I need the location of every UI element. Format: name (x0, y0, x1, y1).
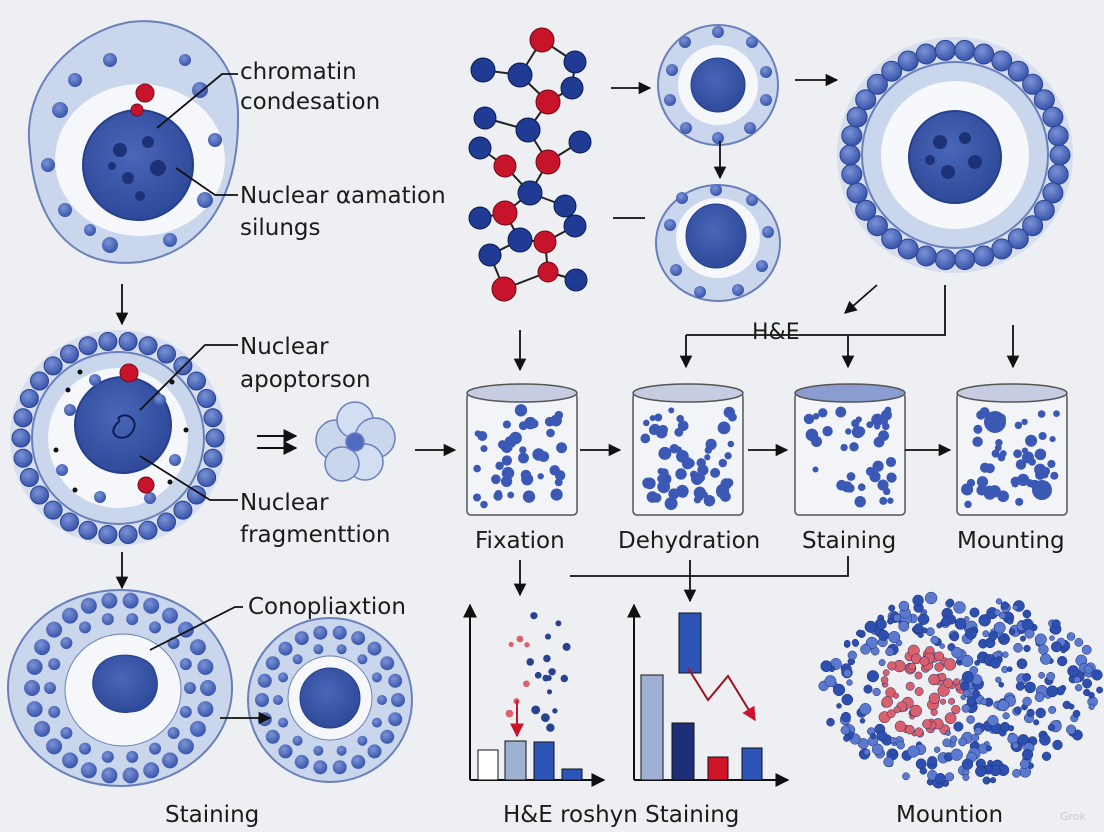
apoptotic-bodies (315, 401, 396, 482)
jar-staining (794, 383, 906, 516)
label-nuclear-2: Nuclear (240, 490, 329, 516)
bar (533, 741, 555, 781)
jar-mounting (956, 383, 1068, 516)
label-chromatin: chromatin (240, 59, 357, 85)
watermark-logo: Grok (1060, 810, 1086, 823)
label-fragmentation: fragmenttion (240, 522, 391, 548)
label-mountion: Mountion (896, 802, 1004, 828)
cell-bottom-center-left (247, 617, 413, 783)
label-condensation: condesation (240, 89, 381, 115)
bar-chart-right (627, 603, 790, 787)
red-granule-icon (119, 363, 139, 383)
jar-dehydration (632, 383, 744, 516)
label-nuclear-1: Nuclear (240, 334, 329, 360)
cell-chromatin-condensation (27, 20, 240, 264)
label-he: H&E (752, 320, 800, 345)
label-apoptorson: apoptorson (240, 367, 371, 393)
label-dehydration: Dehydration (618, 528, 761, 554)
red-granule-icon (135, 83, 155, 103)
bar (504, 740, 527, 781)
label-he-roshyn-staining: H&E roshyn Staining (503, 802, 740, 828)
cell-small-bottom (655, 184, 781, 302)
bar (707, 756, 729, 781)
molecule-structure (468, 27, 592, 302)
label-staining-bottom: Staining (165, 802, 260, 828)
bar (741, 747, 763, 781)
label-staining-step: Staining (802, 528, 897, 554)
bar (561, 768, 583, 781)
label-nuclear-camation: Nuclear αamation (240, 183, 446, 209)
label-conopliaxtion: Conopliaxtion (248, 594, 406, 620)
cell-large-top-right (837, 37, 1073, 273)
bar-chart-left (463, 603, 606, 787)
cell-apoptosis (10, 330, 226, 546)
double-arrow-icon (257, 429, 298, 455)
label-mounting: Mounting (957, 528, 1065, 554)
bar (671, 722, 695, 781)
label-fixation: Fixation (475, 528, 565, 554)
bar (640, 674, 664, 781)
cell-bottom-left (7, 589, 233, 787)
mountion-cluster (818, 591, 1104, 789)
bar (678, 612, 702, 674)
leader-lines (139, 73, 946, 651)
cell-small-top (657, 24, 779, 146)
jar-fixation (466, 383, 578, 516)
label-silungs: silungs (240, 215, 321, 241)
bar (477, 749, 499, 781)
flow-arrows (115, 73, 1020, 725)
